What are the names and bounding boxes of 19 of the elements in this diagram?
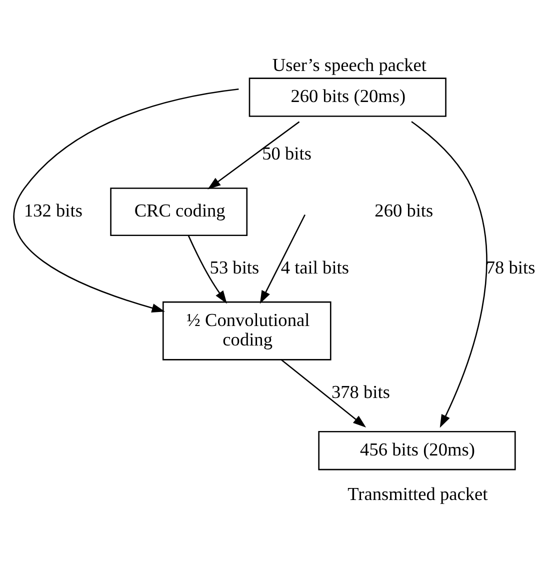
node-label: User’s speech packet	[272, 54, 427, 75]
arrow	[208, 121, 300, 190]
edge-label: 53 bits	[210, 258, 260, 278]
edge-label: 132 bits	[24, 200, 82, 221]
edge-label: 50 bits	[262, 144, 312, 164]
node-box: 260 bits (20ms)	[248, 78, 446, 117]
node-box: CRC coding	[110, 188, 248, 236]
arrow	[260, 214, 306, 304]
node-label: Transmitted packet	[348, 484, 488, 504]
arrow	[280, 359, 366, 428]
edge-label: 4 tail bits	[280, 258, 349, 278]
edge-label: 78 bits	[486, 258, 536, 278]
node-box: 456 bits (20ms)	[318, 430, 516, 470]
node-box: ½ Convolutional coding	[162, 301, 332, 360]
arrow	[188, 235, 227, 304]
label: 260 bits	[374, 200, 434, 221]
edge-label: 378 bits	[331, 382, 390, 402]
arrow	[13, 88, 239, 313]
arrow	[411, 121, 488, 428]
